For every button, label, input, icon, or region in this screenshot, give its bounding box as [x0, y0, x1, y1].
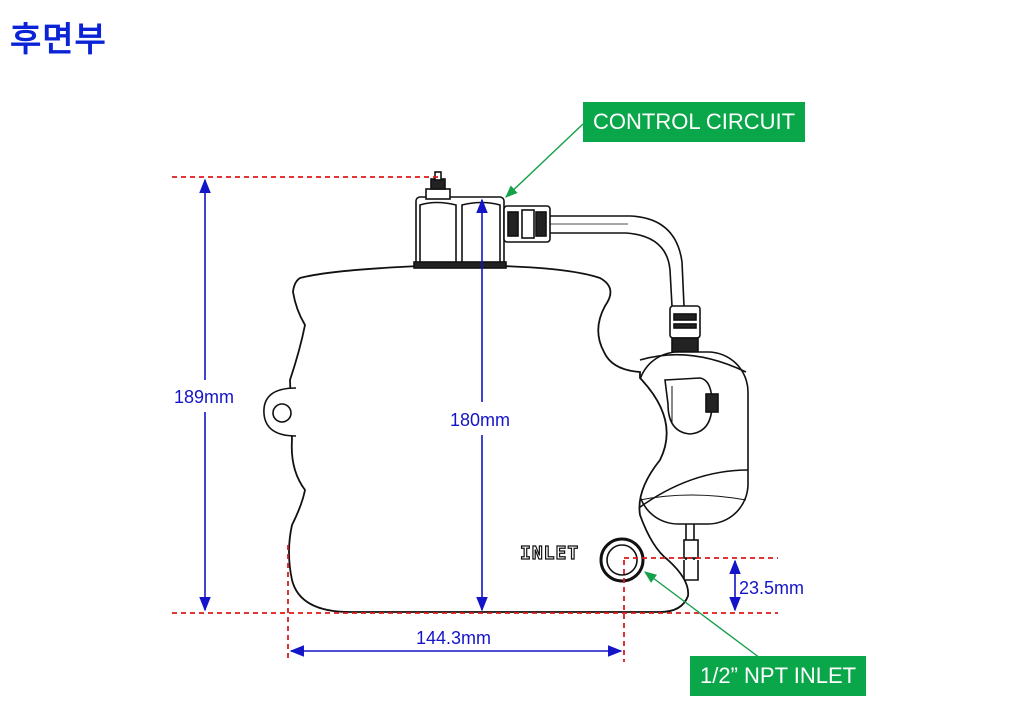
control-circuit-callout: CONTROL CIRCUIT — [583, 102, 806, 142]
inlet-port — [599, 537, 645, 583]
side-cylinder — [635, 351, 749, 581]
inlet-stencil-label: INLET — [520, 543, 579, 564]
side-fitting — [669, 305, 701, 353]
inlet-height-dimension: 23.5mm — [739, 578, 804, 598]
body-height-dimension: 180mm — [450, 410, 510, 430]
overall-height-dimension: 189mm — [174, 387, 234, 407]
npt-inlet-leader — [643, 571, 761, 659]
mounting-ear — [263, 387, 297, 437]
dimension-lines — [199, 178, 741, 657]
control-circuit-fitting — [503, 205, 551, 243]
control-circuit-leader — [505, 123, 584, 198]
top-hex-nut — [413, 171, 507, 269]
width-dimension: 144.3mm — [416, 628, 491, 648]
page-title: 후면부 — [10, 20, 107, 60]
extension-lines — [172, 176, 778, 662]
hose — [548, 215, 685, 307]
callout-leaders — [505, 123, 761, 659]
npt-inlet-callout: 1/2” NPT INLET — [690, 656, 867, 696]
